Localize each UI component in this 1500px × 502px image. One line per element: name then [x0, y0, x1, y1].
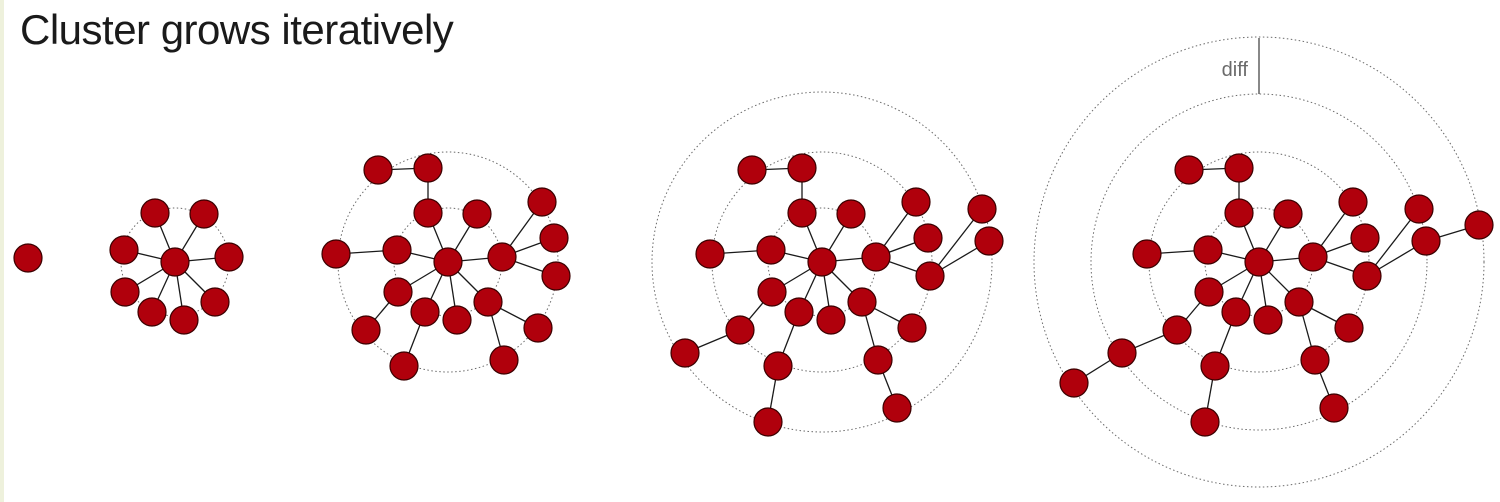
stage-4-node [967, 194, 997, 224]
stage-3-node [410, 297, 440, 327]
stage-4-ring-3 [651, 91, 993, 433]
stage-4-node [816, 305, 846, 335]
stage-5-node [1319, 393, 1349, 423]
stage-4-node [897, 313, 927, 343]
stage-4-node [670, 338, 700, 368]
stage-4-node [847, 287, 877, 317]
stage-5-node [1334, 313, 1364, 343]
stage-5-node [1174, 155, 1204, 185]
stage-2-node [189, 199, 219, 229]
stage-1-center-node [13, 243, 43, 273]
stage-5-ring-4 [1033, 36, 1485, 488]
stage-3-node [321, 239, 351, 269]
stage-4-node [863, 345, 893, 375]
stage-4-node [787, 153, 817, 183]
stage-3-node [351, 315, 381, 345]
stage-4-node [695, 239, 725, 269]
stage-4-node [763, 351, 793, 381]
stage-5-node [1190, 407, 1220, 437]
nodes-layer [13, 153, 1494, 437]
stage-2-node [200, 287, 230, 317]
stage-3-node [527, 187, 557, 217]
stage-4-node [915, 261, 945, 291]
stage-4-node [974, 226, 1004, 256]
stage-5-node [1107, 338, 1137, 368]
stage-3-node [523, 313, 553, 343]
stage-5-node [1284, 287, 1314, 317]
stage-3-node [541, 261, 571, 291]
stage-5-node [1194, 277, 1224, 307]
stage-5-node [1224, 153, 1254, 183]
stage-4-node [901, 187, 931, 217]
stage-3-node [413, 198, 443, 228]
stage-4-node [737, 155, 767, 185]
stage-5-node [1338, 187, 1368, 217]
stage-5-node [1221, 297, 1251, 327]
stage-5-node [1193, 235, 1223, 265]
stage-5-node [1253, 305, 1283, 335]
accent-bar [0, 0, 4, 502]
stage-3-node [539, 223, 569, 253]
stage-4-node [913, 223, 943, 253]
stage-2-node [137, 297, 167, 327]
stage-4-node [836, 199, 866, 229]
stage-5-node [1350, 223, 1380, 253]
stage-2-node [110, 277, 140, 307]
stage-4-center-node [807, 247, 837, 277]
stage-5-node [1300, 345, 1330, 375]
stage-3-node [382, 235, 412, 265]
stage-2-node [140, 198, 170, 228]
stage-5-node [1059, 368, 1089, 398]
stage-2-node [109, 235, 139, 265]
stage-4-node [787, 198, 817, 228]
page-title: Cluster grows iteratively [20, 6, 454, 53]
stage-5-node [1200, 351, 1230, 381]
stage-4-node [753, 407, 783, 437]
stage-5-ring-3 [1090, 93, 1428, 431]
stage-3-center-node [433, 247, 463, 277]
stage-5-node [1273, 199, 1303, 229]
stage-4-node [757, 277, 787, 307]
stage-3-node [383, 277, 413, 307]
stage-5-node [1224, 198, 1254, 228]
stage-3-node [442, 305, 472, 335]
stage-3-node [487, 242, 517, 272]
stage-3-node [389, 351, 419, 381]
stage-3-node [363, 155, 393, 185]
stage-3-node [473, 287, 503, 317]
stage-4-node [861, 242, 891, 272]
stage-2-node [214, 242, 244, 272]
stage-5-center-node [1244, 247, 1274, 277]
stage-2-center-node [160, 247, 190, 277]
stage-5-node [1162, 315, 1192, 345]
stage-2-node [169, 305, 199, 335]
stage-4-node [725, 315, 755, 345]
stage-4-node [784, 297, 814, 327]
stage-5-node [1464, 210, 1494, 240]
stage-5-node [1404, 194, 1434, 224]
stage-3-node [489, 345, 519, 375]
diff-label: diff [1222, 59, 1249, 81]
stage-5-node [1352, 261, 1382, 291]
stage-4-node [756, 235, 786, 265]
stage-3-node [413, 153, 443, 183]
stage-5-node [1132, 239, 1162, 269]
stage-5-node [1298, 242, 1328, 272]
stage-5-node [1411, 226, 1441, 256]
stage-3-node [462, 199, 492, 229]
stage-4-node [882, 393, 912, 423]
